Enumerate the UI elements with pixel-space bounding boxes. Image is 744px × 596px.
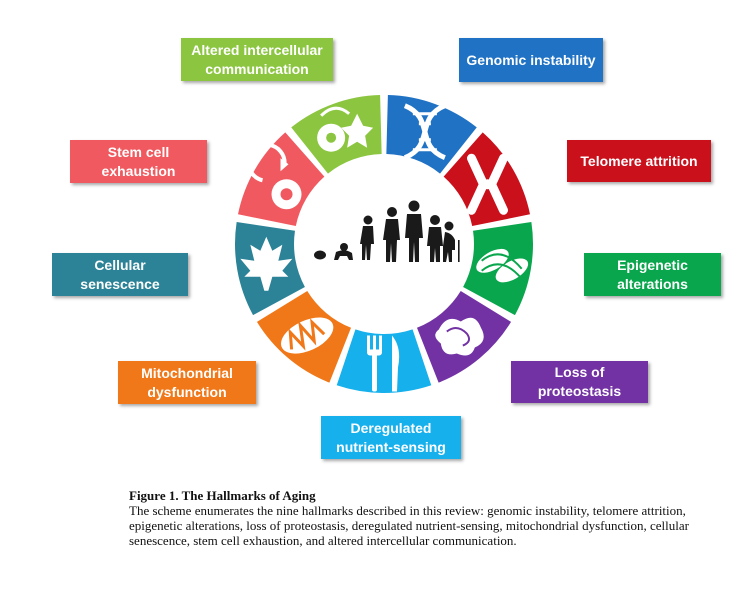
label-genomic: Genomic instability — [459, 38, 603, 82]
label-text-stemcell: Stem cell exhaustion — [102, 143, 176, 181]
label-nutrient: Deregulated nutrient-sensing — [321, 416, 461, 459]
label-stemcell: Stem cell exhaustion — [70, 140, 207, 183]
label-text-telomere: Telomere attrition — [580, 152, 697, 171]
label-text-nutrient: Deregulated nutrient-sensing — [336, 419, 446, 457]
caption-text: The scheme enumerates the nine hallmarks… — [129, 503, 689, 548]
label-mito: Mitochondrial dysfunction — [118, 361, 256, 404]
label-telomere: Telomere attrition — [567, 140, 711, 182]
label-intercellular: Altered intercellular communication — [181, 38, 333, 81]
label-text-mito: Mitochondrial dysfunction — [141, 364, 233, 402]
figure-caption: Figure 1. The Hallmarks of Aging The sch… — [129, 488, 689, 548]
label-epigenetic: Epigenetic alterations — [584, 253, 721, 296]
caption-title: Figure 1. The Hallmarks of Aging — [129, 488, 689, 503]
segment-nutrient — [337, 329, 432, 393]
label-text-senescence: Cellular senescence — [80, 256, 159, 294]
label-text-intercellular: Altered intercellular communication — [191, 41, 323, 79]
label-senescence: Cellular senescence — [52, 253, 188, 296]
label-text-proteostasis: Loss of proteostasis — [538, 363, 621, 401]
label-text-epigenetic: Epigenetic alterations — [617, 256, 688, 294]
label-text-genomic: Genomic instability — [466, 51, 595, 70]
label-proteostasis: Loss of proteostasis — [511, 361, 648, 403]
